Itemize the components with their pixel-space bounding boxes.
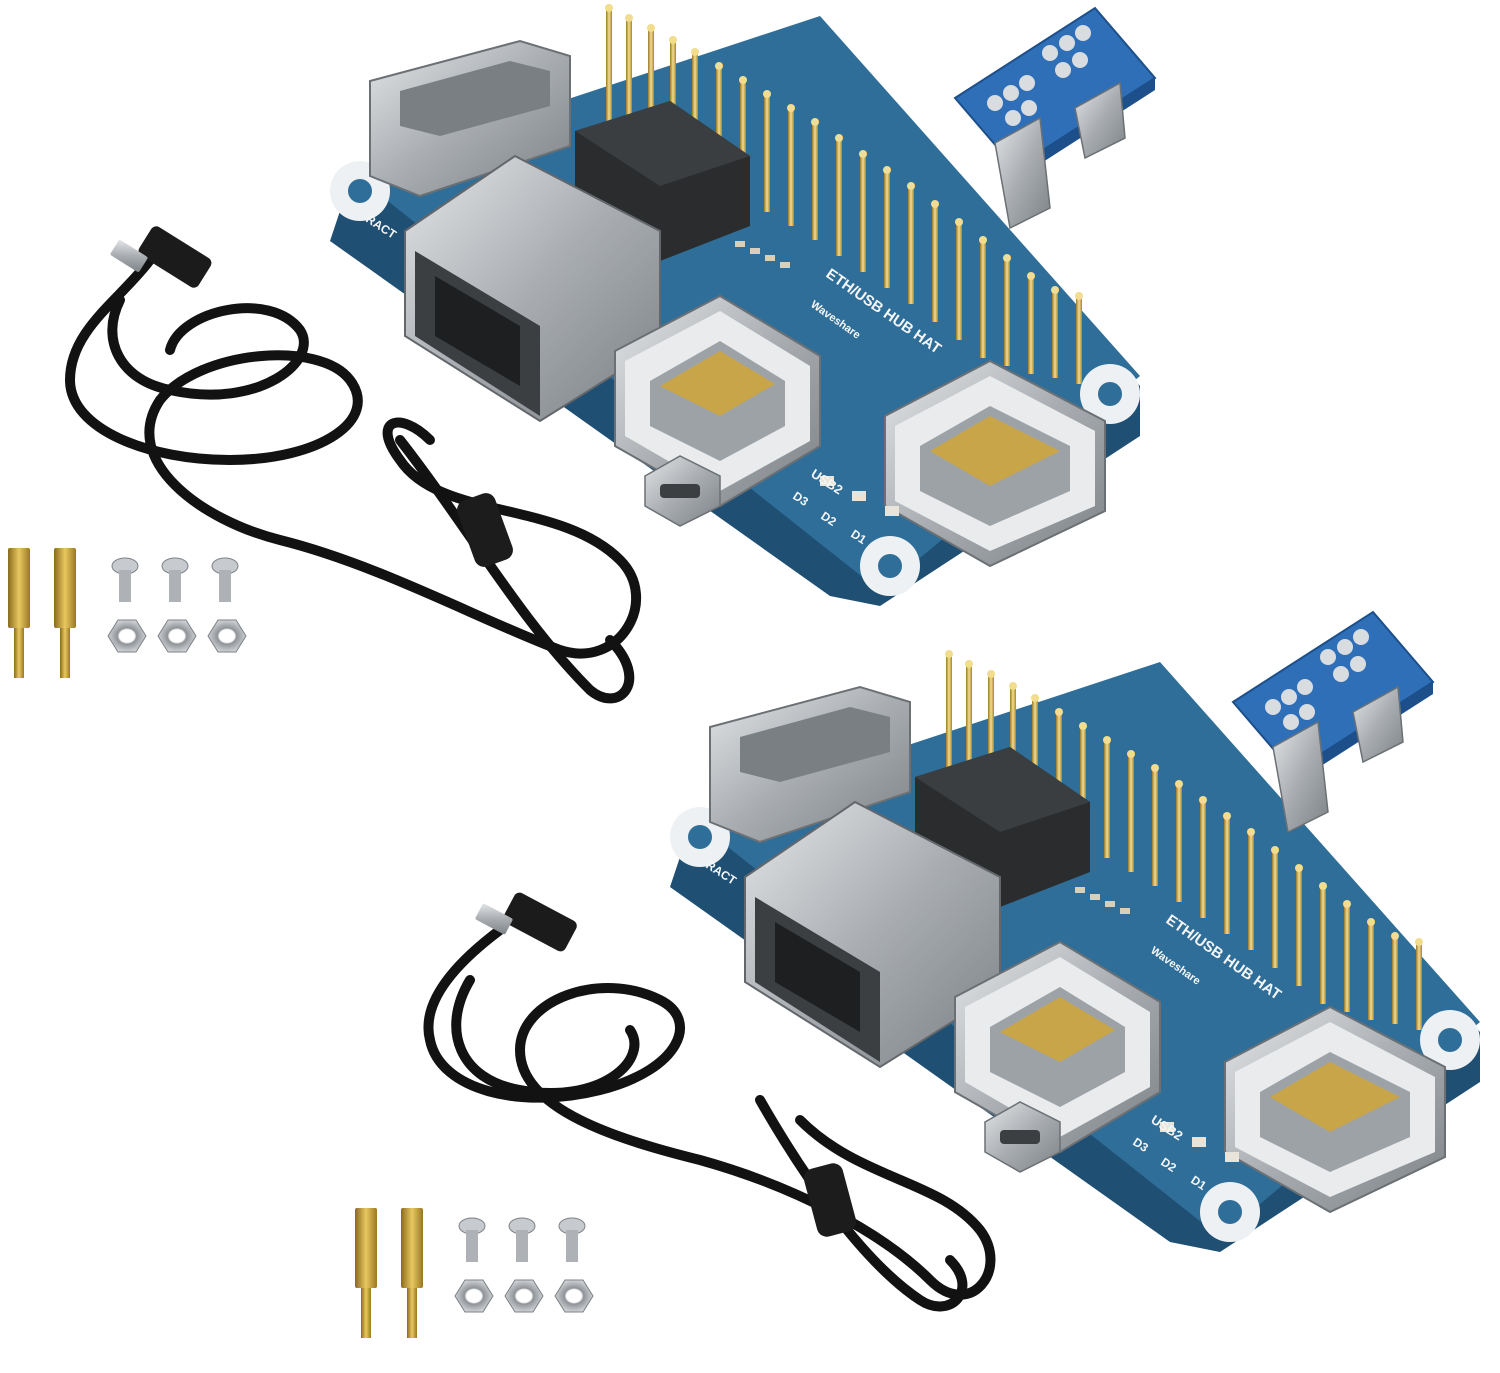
hat-board-1: USB2 ETH/USB HUB HAT Waveshare RACT D3 D… (329, 3, 1141, 607)
cable-2-plug (475, 892, 857, 1237)
cable-1-plug (110, 226, 513, 567)
accessory-kit-1 (7, 547, 247, 679)
hat-board-2: USB2 ETH/USB HUB HAT Waveshare RACT D3 D… (669, 649, 1481, 1253)
cable-1 (64, 255, 642, 704)
accessory-kit-2 (354, 1207, 594, 1339)
cable-2 (423, 925, 996, 1312)
usb-adapter-1 (954, 7, 1156, 229)
